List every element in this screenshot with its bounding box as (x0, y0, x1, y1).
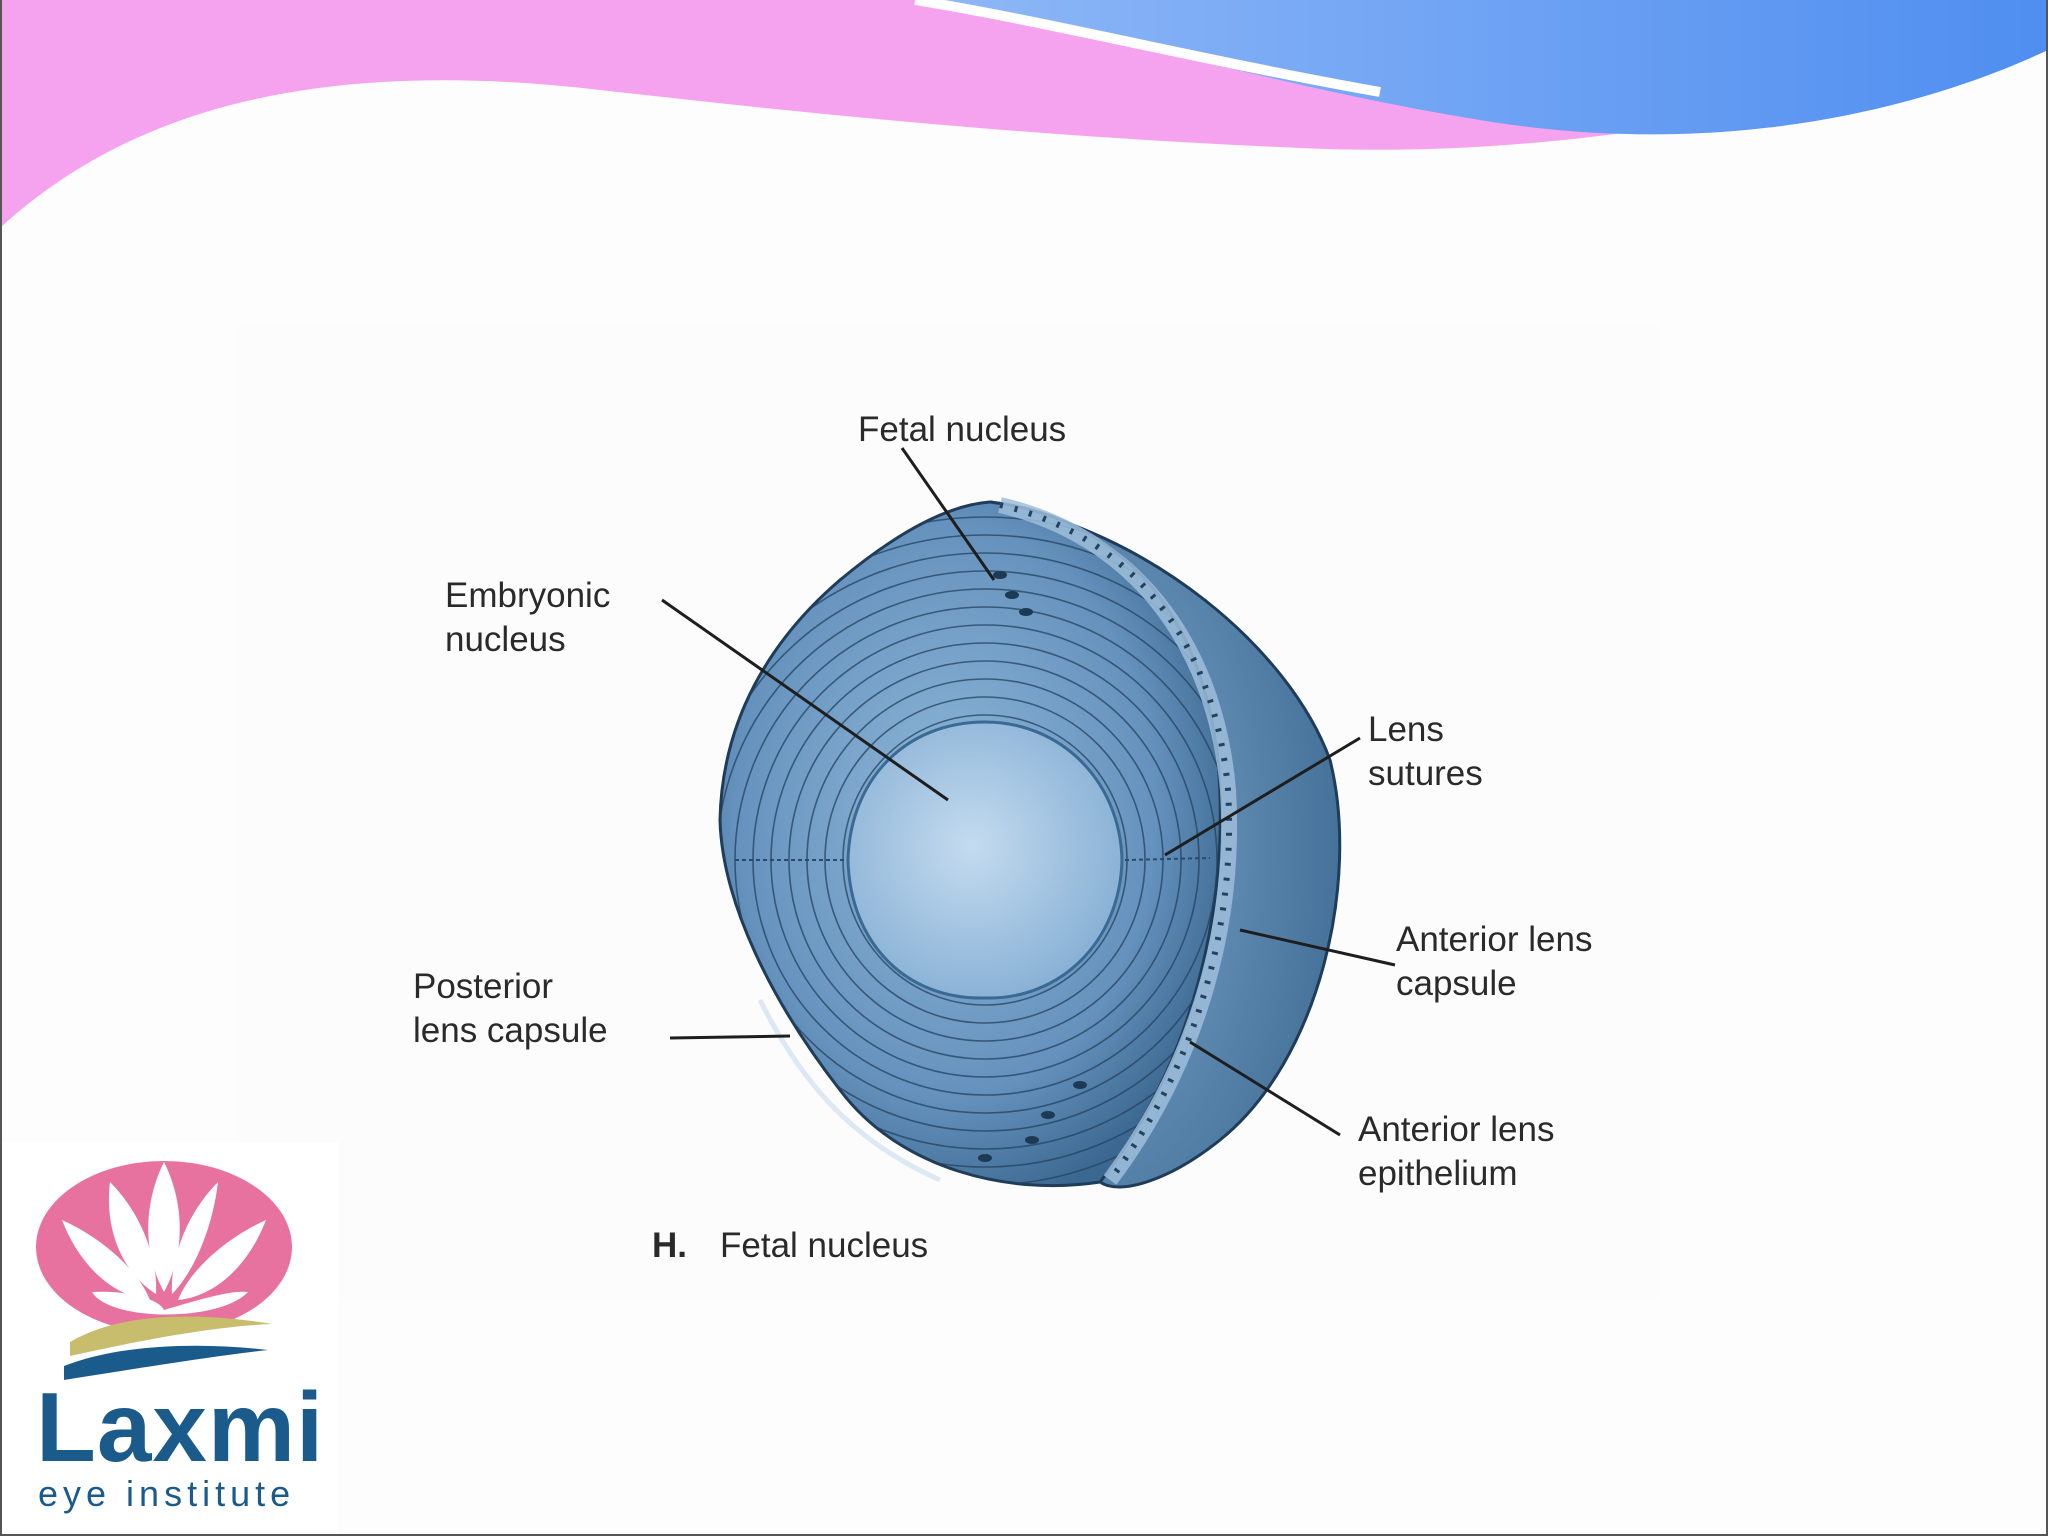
label-posterior-capsule-line1: Posterior (413, 967, 553, 1006)
banner-white-stripe (914, 0, 1381, 97)
lens-suture-right (1124, 857, 1211, 861)
caption-text: Fetal nucleus (720, 1226, 928, 1265)
posterior-capsule-rim (757, 998, 942, 1183)
leader-fetal-nucleus (900, 447, 996, 581)
label-anterior-capsule-line2: capsule (1396, 964, 1517, 1003)
banner-blue-wave (915, 0, 2048, 135)
leader-posterior-capsule (669, 1034, 791, 1040)
label-lens-sutures-line2: sutures (1368, 754, 1483, 793)
embryonic-nucleus (846, 720, 1124, 1000)
label-anterior-epithelium-line2: epithelium (1358, 1154, 1518, 1193)
institute-logo: Laxmi eye institute (0, 1142, 338, 1536)
label-anterior-capsule-line1: Anterior lens (1396, 920, 1592, 959)
label-lens-sutures-line1: Lens (1368, 710, 1444, 749)
leader-lens-sutures (1164, 736, 1361, 857)
logo-tagline: eye institute (38, 1473, 296, 1514)
label-embryonic-nucleus-line2: nucleus (445, 620, 566, 659)
leader-anterior-capsule (1239, 928, 1396, 967)
label-posterior-capsule-line2: lens capsule (413, 1011, 608, 1050)
leader-anterior-epithelium (1189, 1040, 1341, 1137)
label-fetal-nucleus: Fetal nucleus (858, 410, 1066, 449)
header-banner (0, 0, 2048, 228)
label-embryonic-nucleus-line1: Embryonic (445, 576, 610, 615)
logo-name: Laxmi (36, 1372, 325, 1482)
caption-letter: H. (652, 1226, 687, 1265)
cell-nuclei (978, 571, 1087, 1162)
lotus-icon (36, 1161, 292, 1380)
anterior-epithelium-cells (999, 502, 1233, 1182)
logo-gold-wave (70, 1316, 272, 1356)
label-anterior-epithelium-line1: Anterior lens (1358, 1110, 1554, 1149)
leader-embryonic-nucleus (661, 598, 949, 802)
logo-navy-wave (64, 1345, 268, 1380)
